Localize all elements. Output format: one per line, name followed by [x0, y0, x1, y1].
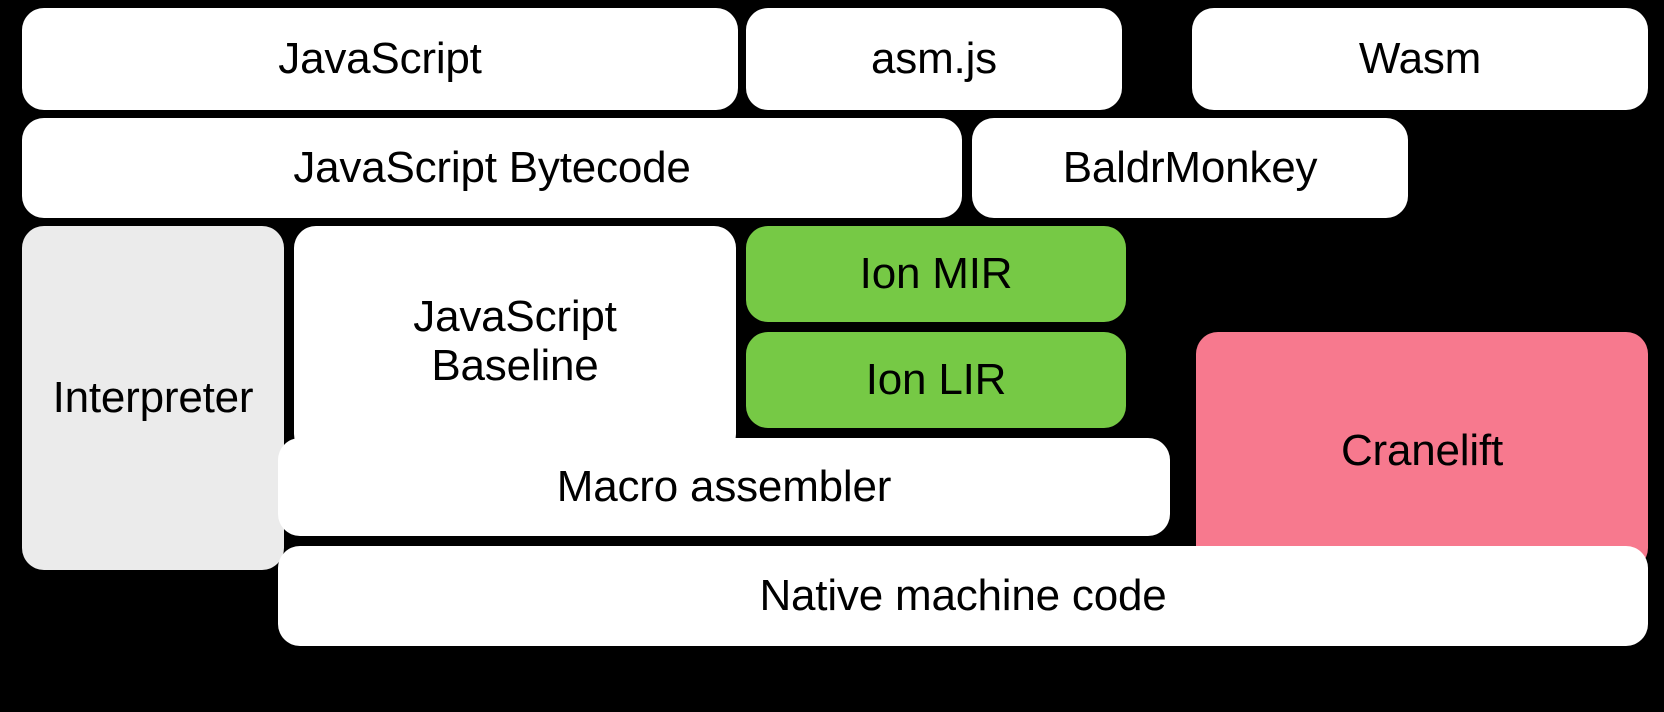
node-ion-lir[interactable]: Ion LIR [746, 332, 1126, 428]
node-javascript[interactable]: JavaScript [22, 8, 738, 110]
node-cranelift[interactable]: Cranelift [1196, 332, 1648, 570]
node-native-machine-code[interactable]: Native machine code [278, 546, 1648, 646]
node-baldrmonkey[interactable]: BaldrMonkey [972, 118, 1408, 218]
node-wasm[interactable]: Wasm [1192, 8, 1648, 110]
node-javascript-bytecode[interactable]: JavaScript Bytecode [22, 118, 962, 218]
node-interpreter[interactable]: Interpreter [22, 226, 284, 570]
node-asm-js[interactable]: asm.js [746, 8, 1122, 110]
node-macro-assembler[interactable]: Macro assembler [278, 438, 1170, 536]
node-ion-mir[interactable]: Ion MIR [746, 226, 1126, 322]
node-javascript-baseline[interactable]: JavaScript Baseline [294, 226, 736, 456]
